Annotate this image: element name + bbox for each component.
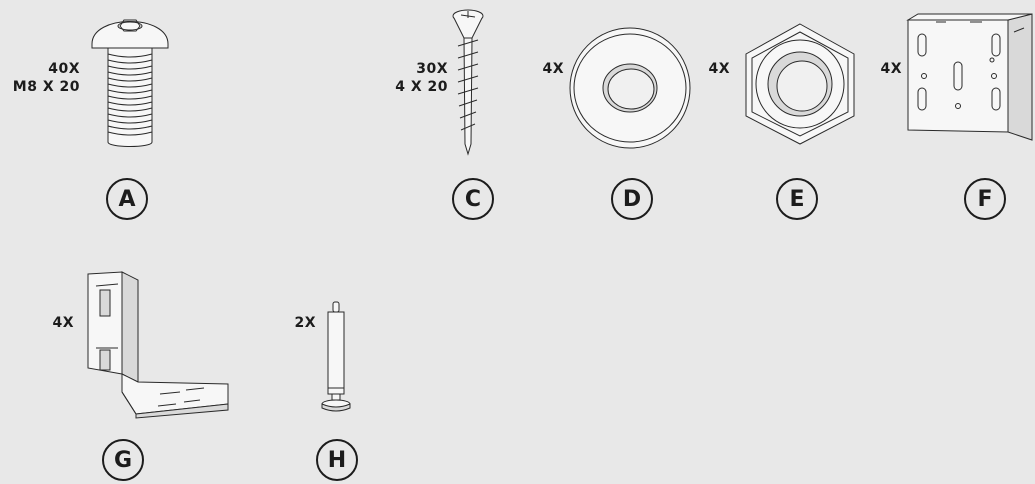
part-f-letter-badge: F [964, 178, 1006, 220]
part-a-size: M8 X 20 [12, 79, 80, 95]
part-c-size: 4 X 20 [395, 79, 448, 95]
part-f-quantity: 4X [880, 61, 902, 77]
hex-nut-icon [742, 20, 858, 148]
leveling-foot-icon [320, 300, 352, 412]
part-a-letter-badge: A [106, 178, 148, 220]
part-e-quantity: 4X [708, 61, 730, 77]
bolt-icon [88, 6, 172, 152]
part-g-quantity: 4X [52, 315, 74, 331]
corner-bracket-icon [906, 12, 1034, 148]
part-a-quantity: 40X [48, 61, 80, 77]
part-e-letter-badge: E [776, 178, 818, 220]
washer-icon [568, 26, 692, 150]
l-bracket-icon [80, 268, 230, 418]
screw-icon [448, 6, 488, 156]
part-a-quantity-label: 40X M8 X 20 [0, 60, 80, 96]
part-g-letter-badge: G [102, 439, 144, 481]
part-h-quantity: 2X [294, 315, 316, 331]
part-c-quantity-label: 30X 4 X 20 [368, 60, 448, 96]
part-c-quantity: 30X [416, 61, 448, 77]
part-d-letter-badge: D [611, 178, 653, 220]
part-c-letter-badge: C [452, 178, 494, 220]
part-h-letter-badge: H [316, 439, 358, 481]
part-d-quantity: 4X [542, 61, 564, 77]
